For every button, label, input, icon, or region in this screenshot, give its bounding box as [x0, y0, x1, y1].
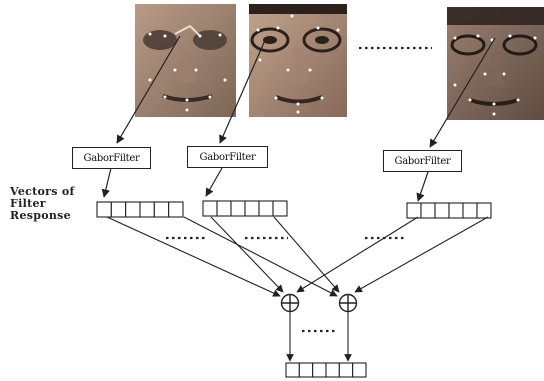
vector-cell: [420, 202, 436, 219]
vector-cell: [338, 362, 354, 378]
vector-cell: [448, 202, 464, 219]
response-vector-3: [406, 202, 492, 219]
response-vector-1: [96, 201, 184, 218]
arrows-to-sum-right: [183, 216, 489, 297]
vector-cell: [230, 200, 246, 217]
face-image-2: [249, 4, 347, 117]
arrow-face3-to-filter: [429, 37, 496, 148]
vector-cell: [272, 200, 288, 217]
vector-cell: [244, 200, 260, 217]
sum-node-right: [338, 293, 358, 313]
arrow-face2-to-filter: [219, 37, 267, 144]
gabor-filter-box-3: GaborFilter: [383, 150, 462, 172]
vector-cell: [434, 202, 450, 219]
arrow-filter3-to-vector: [416, 171, 429, 202]
gabor-filter-box-2: GaborFilter: [187, 146, 268, 168]
output-vector: [285, 362, 367, 378]
face-image-3: [447, 7, 544, 120]
vector-cell: [298, 362, 314, 378]
vector-cell: [216, 200, 232, 217]
arrow-filter2-to-vector: [205, 167, 223, 197]
vector-cell: [258, 200, 274, 217]
vector-cell: [325, 362, 340, 378]
vector-cell: [312, 362, 327, 378]
gabor-filter-box-1: GaborFilter: [72, 147, 151, 169]
vector-cell: [139, 201, 155, 218]
vector-cell: [352, 362, 367, 378]
arrows-to-sum-left: [106, 216, 419, 297]
vector-cell: [153, 201, 170, 218]
face-image-1: [135, 4, 236, 117]
response-vector-2: [202, 200, 288, 217]
vectors-label-line-2: Filter: [10, 197, 46, 210]
vector-cell: [406, 202, 422, 219]
vector-cell: [285, 362, 300, 378]
vector-cell: [168, 201, 184, 218]
arrow-face1-to-filter: [116, 35, 181, 144]
vectors-label-line-1: Vectors of: [10, 185, 75, 198]
vector-cell: [125, 201, 141, 218]
vector-cell: [110, 201, 127, 218]
sum-node-left: [280, 293, 300, 313]
vector-cell: [462, 202, 478, 219]
vectors-label: Vectors of Filter Response: [10, 186, 100, 222]
vector-cell: [476, 202, 492, 219]
arrow-filter1-to-vector: [101, 167, 112, 198]
vector-cell: [202, 200, 218, 217]
vectors-label-line-3: Response: [10, 209, 71, 222]
